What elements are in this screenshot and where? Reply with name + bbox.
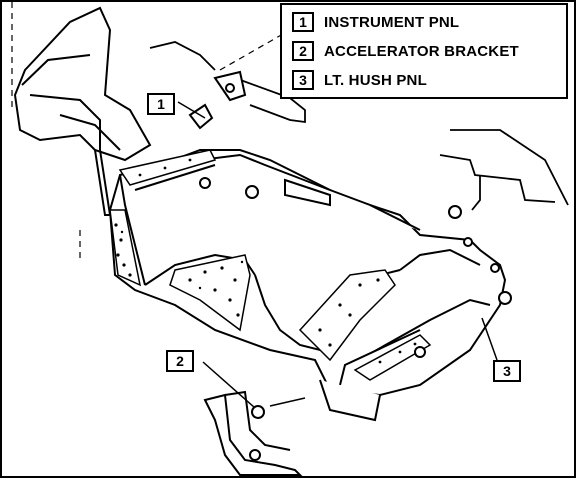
- legend-label-1: INSTRUMENT PNL: [324, 13, 460, 31]
- leader-lines: [177, 101, 498, 409]
- callout-2: 2: [166, 350, 194, 372]
- legend-item-accelerator-bracket: 2 ACCELERATOR BRACKET: [292, 40, 519, 62]
- instrument-panel-bracket: [13, 6, 152, 216]
- callout-3: 3: [493, 360, 521, 382]
- mounting-tab: [188, 70, 247, 130]
- legend-label-3: LT. HUSH PNL: [324, 71, 427, 89]
- fasteners: [199, 177, 512, 419]
- parts-legend: 1 INSTRUMENT PNL 2 ACCELERATOR BRACKET 3…: [280, 3, 568, 99]
- accelerator-bracket: [203, 390, 303, 476]
- legend-number-2: 2: [292, 41, 314, 61]
- legend-number-1: 1: [292, 12, 314, 32]
- legend-number-3: 3: [292, 70, 314, 90]
- callout-1: 1: [147, 93, 175, 115]
- textured-edges: [109, 149, 432, 381]
- legend-item-lt-hush-pnl: 3 LT. HUSH PNL: [292, 69, 427, 91]
- legend-label-2: ACCELERATOR BRACKET: [324, 42, 519, 60]
- legend-item-instrument-pnl: 1 INSTRUMENT PNL: [292, 11, 459, 33]
